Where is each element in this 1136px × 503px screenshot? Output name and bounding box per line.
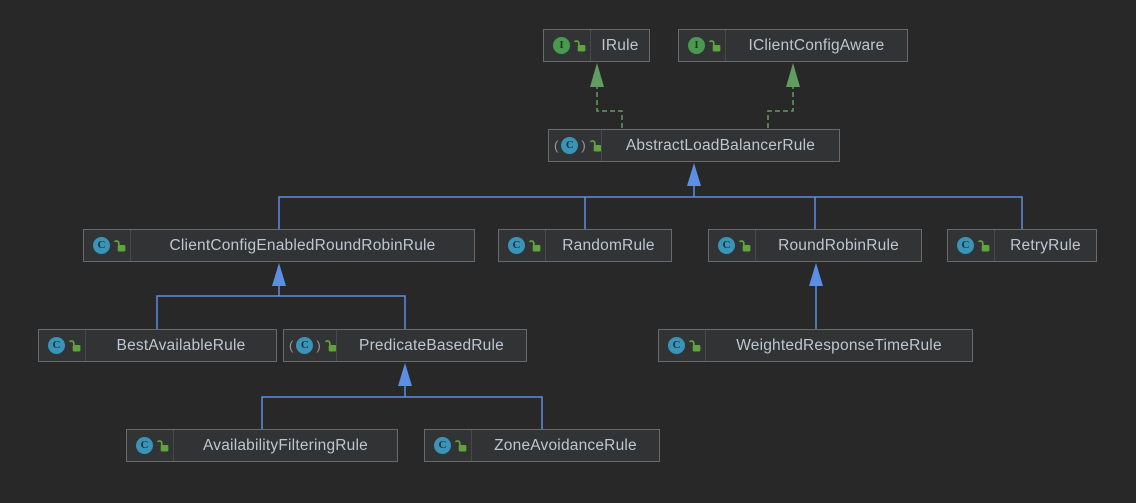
class-icon: C (668, 337, 685, 354)
extends-edges-row2-to-abstractloadbalancerrule (278, 163, 1023, 229)
node-icons: C (709, 230, 755, 261)
class-icon: C (957, 237, 974, 254)
node-label: IClientConfigAware (748, 36, 885, 54)
node-roundrobinrule[interactable]: C RoundRobinRule (708, 229, 922, 262)
class-icon: C (93, 237, 110, 254)
abstract-class-icon: ( (289, 338, 294, 353)
node-abstractloadbalancerrule[interactable]: ( C ) AbstractLoadBalancerRule (548, 129, 840, 162)
class-icon: C (508, 237, 525, 254)
node-icons: C (948, 230, 994, 261)
lock-icon (68, 339, 81, 351)
node-label: PredicateBasedRule (359, 336, 504, 354)
node-icons: C (127, 430, 173, 461)
node-label: RoundRobinRule (778, 236, 899, 254)
node-zoneavoidancerule[interactable]: C ZoneAvoidanceRule (424, 429, 660, 462)
lock-icon (589, 139, 602, 151)
node-icons: C (659, 330, 705, 361)
node-divider (994, 230, 995, 261)
node-irule[interactable]: I IRule (543, 29, 650, 62)
extends-edge-weightedresponsetimerule-to-roundrobinrule (809, 263, 823, 329)
class-icon: C (718, 237, 735, 254)
lock-icon (528, 239, 541, 251)
node-label: AbstractLoadBalancerRule (625, 136, 816, 154)
lock-icon (156, 439, 169, 451)
abstract-class-icon: ) (316, 338, 321, 353)
node-label: WeightedResponseTimeRule (736, 336, 942, 354)
lock-icon (113, 239, 126, 251)
node-divider (545, 230, 546, 261)
interface-icon: I (688, 37, 705, 54)
node-label: ZoneAvoidanceRule (494, 436, 637, 454)
extends-edges-row4-to-predicatebasedrule (261, 363, 543, 429)
node-weightedresponsetimerule[interactable]: C WeightedResponseTimeRule (658, 329, 973, 362)
node-bestavailablerule[interactable]: C BestAvailableRule (38, 329, 277, 362)
class-icon: C (136, 437, 153, 454)
lock-icon (977, 239, 990, 251)
node-divider (590, 30, 591, 61)
interface-icon: I (553, 37, 570, 54)
node-icons: C (84, 230, 130, 261)
node-icons: ( C ) (549, 130, 602, 161)
node-divider (85, 330, 86, 361)
node-divider (705, 330, 706, 361)
lock-icon (573, 39, 586, 51)
extends-edges-row3-to-clientconfigenabledroundrobinrule (156, 263, 406, 329)
implements-edge-abstractloadbalancerrule-to-iclientconfigaware (767, 63, 800, 128)
node-iclientconfigaware[interactable]: I IClientConfigAware (678, 29, 908, 62)
lock-icon (708, 39, 721, 51)
node-divider (601, 130, 602, 161)
node-label: AvailabilityFilteringRule (203, 436, 368, 454)
node-divider (725, 30, 726, 61)
lock-icon (454, 439, 467, 451)
node-retryrule[interactable]: C RetryRule (947, 229, 1097, 262)
node-label: IRule (601, 36, 639, 54)
node-icons: C (39, 330, 85, 361)
abstract-class-icon: ( (554, 138, 559, 153)
abstract-class-icon: ) (581, 138, 586, 153)
node-availabilityfilteringrule[interactable]: C AvailabilityFilteringRule (126, 429, 398, 462)
class-icon: C (561, 137, 579, 154)
node-randomrule[interactable]: C RandomRule (498, 229, 672, 262)
lock-icon (738, 239, 751, 251)
node-label: RetryRule (1010, 236, 1081, 254)
node-label: ClientConfigEnabledRoundRobinRule (169, 236, 436, 254)
node-icons: I (544, 30, 590, 61)
node-divider (173, 430, 174, 461)
node-divider (130, 230, 131, 261)
node-clientconfigenabledroundrobinrule[interactable]: C ClientConfigEnabledRoundRobinRule (83, 229, 475, 262)
node-label: RandomRule (562, 236, 655, 254)
node-icons: C (499, 230, 545, 261)
lock-icon (324, 339, 337, 351)
implements-edge-abstractloadbalancerrule-to-irule (590, 63, 623, 128)
class-icon: C (48, 337, 65, 354)
node-icons: ( C ) (284, 330, 337, 361)
class-icon: C (296, 337, 314, 354)
node-divider (755, 230, 756, 261)
node-label: BestAvailableRule (116, 336, 246, 354)
node-icons: I (679, 30, 725, 61)
node-divider (471, 430, 472, 461)
node-predicatebasedrule[interactable]: ( C ) PredicateBasedRule (283, 329, 527, 362)
node-icons: C (425, 430, 471, 461)
class-icon: C (434, 437, 451, 454)
lock-icon (688, 339, 701, 351)
node-divider (336, 330, 337, 361)
